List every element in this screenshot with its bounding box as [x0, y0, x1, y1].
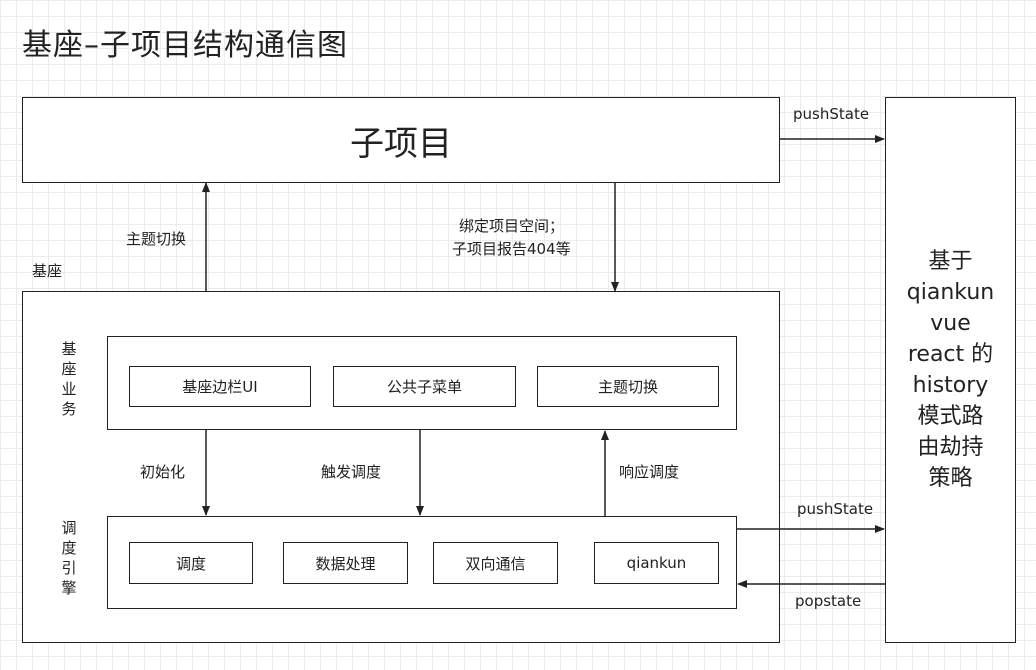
engine-side-label: 调度引擎	[61, 519, 77, 597]
label-bind-line2: 子项目报告404等	[452, 240, 571, 258]
engine-item-dispatch: 调度	[129, 542, 253, 584]
business-item-sidebar-ui: 基座边栏UI	[129, 366, 311, 407]
engine-item-qiankun: qiankun	[594, 542, 719, 584]
label-bind-line1: 绑定项目空间；	[459, 217, 565, 235]
business-side-label: 基座业务	[61, 340, 77, 418]
engine-item-data-processing: 数据处理	[283, 542, 408, 584]
label-theme-switch-up: 主题切换	[126, 230, 187, 248]
label-popstate: popstate	[795, 592, 862, 610]
router-hijack-box: 基于 qiankun vue react 的 history 模式路 由劫持 策…	[885, 97, 1016, 643]
label-init: 初始化	[140, 463, 186, 481]
base-label: 基座	[32, 262, 63, 280]
router-hijack-text: 基于 qiankun vue react 的 history 模式路 由劫持 策…	[906, 249, 995, 491]
subproject-label: 子项目	[350, 123, 452, 164]
label-trigger: 触发调度	[321, 463, 382, 481]
business-item-common-submenu: 公共子菜单	[333, 366, 516, 407]
label-pushstate-bottom: pushState	[797, 500, 874, 518]
diagram-title: 基座–子项目结构通信图	[22, 28, 348, 63]
engine-item-two-way-communication: 双向通信	[433, 542, 558, 584]
subproject-box: 子项目	[22, 97, 780, 183]
business-item-theme-switch: 主题切换	[537, 366, 719, 407]
label-respond: 响应调度	[619, 463, 680, 481]
label-pushstate-top: pushState	[793, 105, 870, 123]
